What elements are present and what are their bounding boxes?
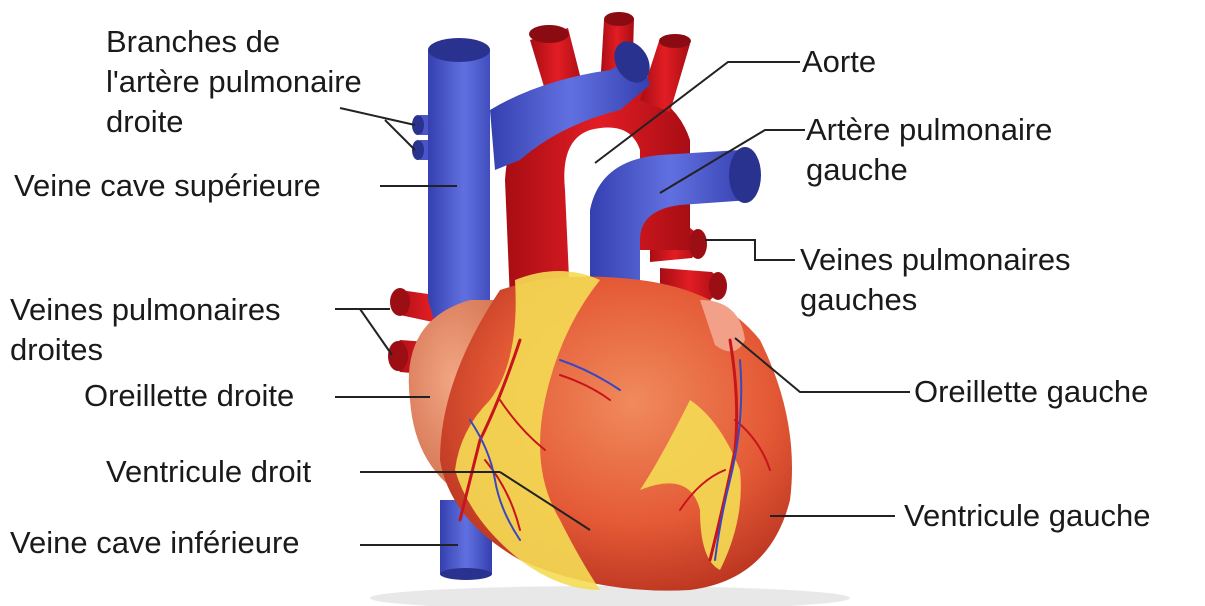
label-inferior-vena-cava: Veine cave inférieure [10,523,300,563]
label-right-atrium: Oreillette droite [84,376,294,416]
label-branches-pulmonary-right: Branches de l'artère pulmonaire droite [106,22,362,142]
shadow [370,586,850,606]
label-right-ventricle: Ventricule droit [106,452,311,492]
label-vpg-line1: Veines pulmonaires [800,240,1071,280]
label-vpd-line2: droites [10,330,281,370]
label-branches-line1: Branches de [106,22,362,62]
label-left-pulmonary-artery: Artère pulmonaire gauche [806,110,1052,190]
label-vpg-line2: gauches [800,280,1071,320]
label-left-atrium: Oreillette gauche [914,372,1148,412]
label-vpd-line1: Veines pulmonaires [10,290,281,330]
label-left-pulmonary-veins: Veines pulmonaires gauches [800,240,1071,320]
label-apg-line2: gauche [806,150,1052,190]
label-left-ventricle: Ventricule gauche [904,496,1150,536]
label-apg-line1: Artère pulmonaire [806,110,1052,150]
label-aorta: Aorte [802,42,876,82]
label-branches-line2: l'artère pulmonaire [106,62,362,102]
label-superior-vena-cava: Veine cave supérieure [14,166,321,206]
leader-vpd-b [360,309,392,355]
label-branches-line3: droite [106,102,362,142]
label-right-pulmonary-veins: Veines pulmonaires droites [10,290,281,370]
leader-vpg [705,240,795,260]
